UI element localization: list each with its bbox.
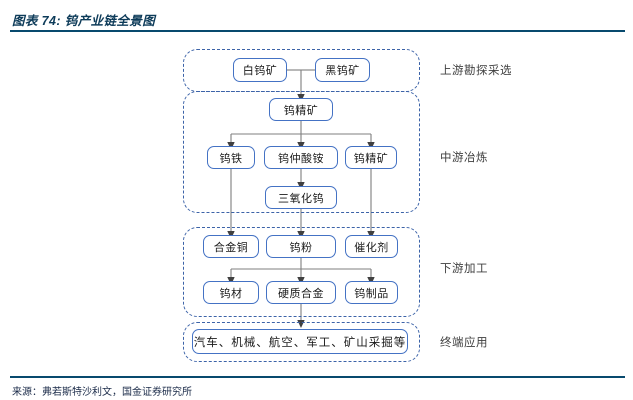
node-tungsten-powder[interactable]: 钨粉 xyxy=(266,235,336,258)
stage-group-downstream xyxy=(183,227,420,317)
stage-group-upstream xyxy=(183,49,420,92)
node-tungsten-material[interactable]: 钨材 xyxy=(203,281,259,304)
stage-group-enduse xyxy=(183,322,420,362)
stage-label-enduse: 终端应用 xyxy=(440,337,488,349)
node-tungsten-concentrate[interactable]: 钨精矿 xyxy=(269,98,333,121)
stage-group-midstream xyxy=(183,91,420,213)
node-cemented-carbide[interactable]: 硬质合金 xyxy=(266,281,336,304)
node-catalyst[interactable]: 催化剂 xyxy=(345,235,398,258)
source-divider xyxy=(10,376,625,378)
node-scheelite[interactable]: 白钨矿 xyxy=(233,58,287,82)
title-divider xyxy=(10,30,625,32)
node-tungsten-concentrate-2[interactable]: 钨精矿 xyxy=(345,146,397,169)
node-wolframite[interactable]: 黑钨矿 xyxy=(315,58,370,82)
node-ammonium-paratungstate[interactable]: 钨仲酸铵 xyxy=(264,146,338,169)
page-title: 图表 74: 钨产业链全景图 xyxy=(12,14,156,28)
node-ferrotungsten[interactable]: 钨铁 xyxy=(207,146,255,169)
node-alloy-copper[interactable]: 合金铜 xyxy=(203,235,259,258)
node-tungsten-trioxide[interactable]: 三氧化钨 xyxy=(265,186,337,209)
diagram-canvas: 白钨矿 黑钨矿 上游勘探采选 钨精矿 钨铁 钨仲酸铵 钨精矿 三氧化钨 中游冶炼… xyxy=(0,36,633,374)
stage-label-upstream: 上游勘探采选 xyxy=(440,65,512,77)
stage-label-downstream: 下游加工 xyxy=(440,263,488,275)
node-tungsten-product[interactable]: 钨制品 xyxy=(345,281,398,304)
stage-label-midstream: 中游冶炼 xyxy=(440,152,488,164)
source-note: 来源：弗若斯特沙利文，国金证券研究所 xyxy=(12,387,192,398)
node-applications[interactable]: 汽车、机械、航空、军工、矿山采掘等 xyxy=(192,329,408,354)
